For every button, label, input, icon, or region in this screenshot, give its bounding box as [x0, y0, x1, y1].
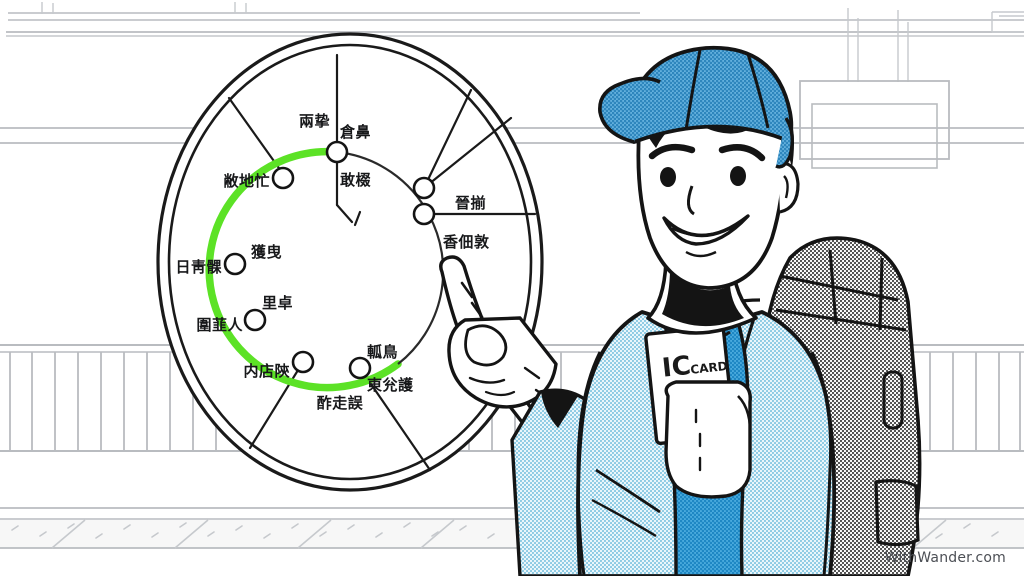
backpack-zipper-pull [882, 370, 904, 430]
station-label-s5: 獲曳 [251, 243, 282, 261]
station-label-s4: 敝地忙 [223, 172, 270, 190]
gray-loop-arc [397, 214, 445, 365]
cap-seam-left [684, 49, 702, 131]
eye-left [660, 167, 676, 187]
station-label-s12: 東兊護 [367, 376, 414, 394]
eyebrow-left [648, 143, 696, 160]
cap-side-flap [775, 117, 794, 169]
station-dot-s4[interactable] [271, 166, 295, 190]
map-outer-ring [156, 32, 544, 492]
jacket-fold-right [810, 351, 833, 576]
station-label-s10: 酢走誤 [317, 394, 364, 412]
backpack-side-pocket [874, 479, 920, 547]
station-dot-s11[interactable] [348, 356, 372, 380]
station-label-s13: 香佃敦 [443, 233, 490, 251]
station-dot-s13[interactable] [412, 202, 436, 226]
hanging-sign-board [799, 8, 1024, 169]
station-label-s2: 敢棳 [340, 171, 372, 189]
green-loop-arc [205, 147, 402, 392]
teeth-line [671, 222, 741, 237]
station-dot-s9[interactable] [291, 350, 315, 374]
station-label-s6: 日靑髁 [175, 258, 222, 276]
map-spokes [227, 53, 537, 472]
cap-brim [598, 76, 661, 144]
jacket-fold-left [576, 351, 602, 576]
station-label-s14: 晉揃 [455, 194, 486, 212]
cap-crown [625, 45, 794, 144]
eyebrow-right [718, 144, 766, 162]
fist-holding-card [664, 380, 752, 499]
station-label-s7: 里卓 [262, 294, 293, 312]
ic-card-label-secondary: CARD [690, 359, 729, 377]
chin-crease [685, 250, 717, 258]
eye-right [730, 166, 746, 186]
station-markers[interactable] [223, 140, 436, 380]
holding-hand [664, 380, 752, 499]
station-label-s1: 倉鼻 [339, 123, 371, 141]
station-label-s3: 兩挚 [299, 112, 330, 130]
thumb [464, 324, 508, 367]
jacket-crease [595, 468, 661, 514]
station-labels: 倉鼻 敢棳 兩挚 敝地忙 獲曳 日靑髁 里卓 圍韮人 内店陝 酢走誤 軱鳥 東兊… [175, 112, 490, 412]
station-dot-s15[interactable] [412, 176, 436, 200]
station-label-s11: 軱鳥 [367, 343, 398, 361]
ic-card-label-primary: IC [661, 351, 693, 384]
station-dot-s5[interactable] [223, 252, 247, 276]
nose [687, 185, 695, 216]
station-dot-s7[interactable] [243, 308, 267, 332]
head-group [598, 45, 800, 335]
station-dot-s1[interactable] [325, 140, 349, 164]
station-label-s8: 圍韮人 [196, 316, 243, 334]
cuff-shadow [541, 388, 578, 428]
cap-seam-right [746, 53, 770, 129]
station-label-s9: 内店陝 [243, 362, 290, 380]
jacket-crease-2 [591, 498, 657, 538]
watermark: WithWander.com [884, 550, 1006, 566]
